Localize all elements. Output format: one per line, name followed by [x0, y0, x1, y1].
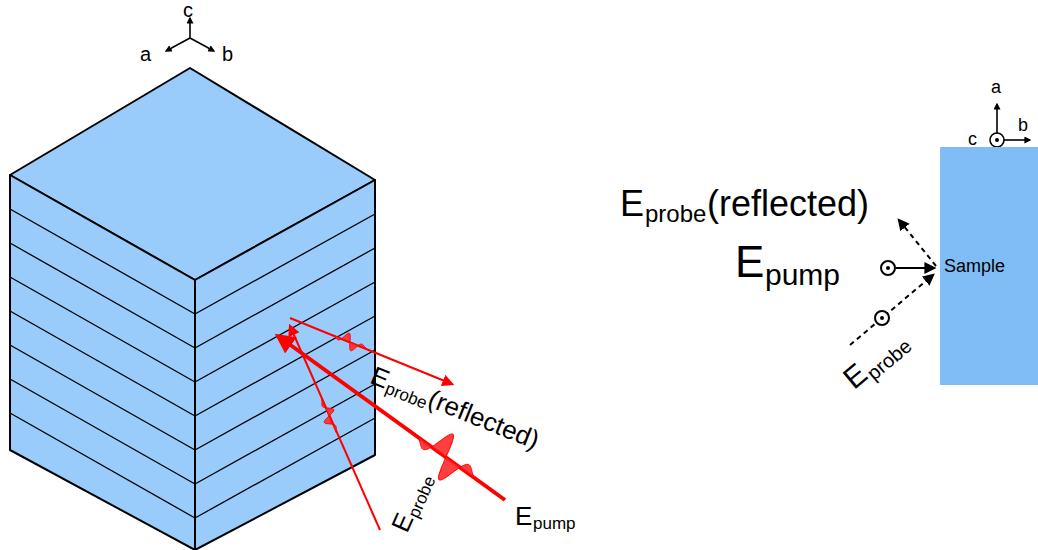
axis-label: a [140, 44, 151, 64]
layer-line [10, 413, 195, 518]
layer-line [195, 316, 375, 416]
layer-line [10, 345, 195, 450]
layer-line [10, 243, 195, 348]
field-subscript: pump [765, 260, 840, 290]
field-subscript: probe [863, 335, 915, 383]
axes-right [990, 104, 1030, 147]
layer-line [195, 214, 375, 314]
field-subscript: probe [405, 474, 438, 521]
axis-label: c [183, 0, 193, 20]
axis-label: b [1018, 116, 1028, 134]
axis-label: a [991, 78, 1001, 96]
light-pulse [333, 333, 366, 351]
layer-line [10, 209, 195, 314]
layer-lines [10, 209, 375, 518]
field-suffix: (reflected) [707, 186, 869, 222]
field-symbol: E [515, 503, 532, 529]
light-pulse [418, 434, 475, 480]
field-symbol: E [620, 186, 644, 222]
axis-label: b [222, 44, 233, 64]
layer-line [195, 282, 375, 382]
layer-line [195, 350, 375, 450]
field-subscript: probe [645, 202, 706, 226]
layered-crystal [10, 68, 375, 550]
layer-line [10, 379, 195, 484]
field-subscript: pump [533, 515, 576, 532]
light-pulse [322, 400, 337, 433]
layer-line [195, 384, 375, 484]
field-symbol: E [735, 240, 764, 284]
field-subscript: probe [383, 380, 430, 412]
sample-block: Sample [940, 147, 1038, 385]
sample-label: Sample [944, 257, 1005, 275]
layer-line [10, 277, 195, 382]
layer-line [10, 311, 195, 416]
axes-left [166, 18, 214, 51]
beams-right [850, 220, 936, 345]
layer-line [195, 418, 375, 518]
axis-label: c [968, 130, 977, 148]
